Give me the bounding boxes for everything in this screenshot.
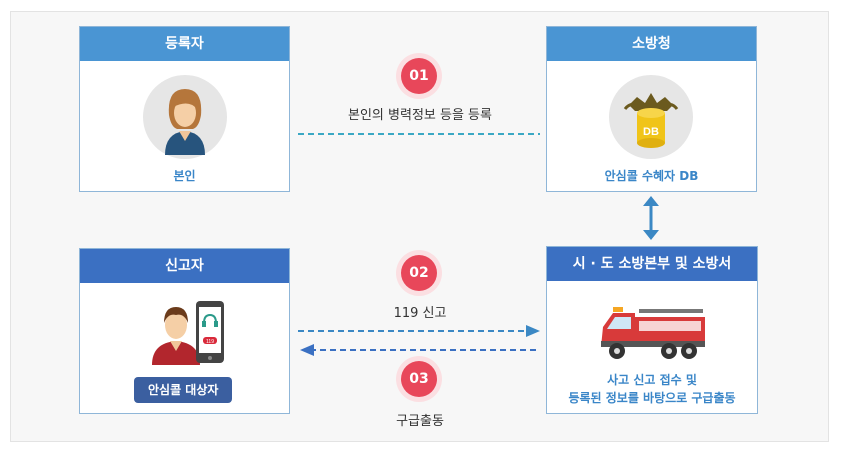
fire-truck-icon [601, 307, 705, 359]
fire-agency-box: 소방청 DB 안심콜 수혜자 DB [546, 26, 757, 192]
reporter-box: 신고자 119 안심콜 대상자 [79, 248, 290, 414]
fire-agency-header: 소방청 [547, 27, 756, 61]
phone-119-text: 119 [206, 339, 214, 345]
step-03-text: 구급출동 [396, 414, 444, 429]
registrant-label: 본인 [173, 169, 196, 183]
database-emblem-icon: DB [623, 93, 679, 148]
reporter-label-pill: 안심콜 대상자 [134, 377, 233, 403]
regional-header: 시 · 도 소방본부 및 소방서 [547, 247, 757, 281]
registrant-header: 등록자 [80, 27, 289, 61]
regional-label-line1: 사고 신고 접수 및 [607, 373, 697, 387]
woman-avatar-icon [165, 89, 205, 155]
registrant-box: 등록자 본인 [79, 26, 290, 192]
step-02-badge: 02 [401, 255, 437, 291]
regional-box: 시 · 도 소방본부 및 소방서 사고 신고 접수 및 등록된 정보를 바탕으로… [546, 246, 758, 414]
reporter-header: 신고자 [80, 249, 289, 283]
fire-agency-label: 안심콜 수혜자 DB [604, 169, 699, 183]
step-01-text: 본인의 병력정보 등을 등록 [348, 108, 492, 123]
step-03-badge: 03 [401, 361, 437, 397]
step-01-badge: 01 [401, 58, 437, 94]
db-text: DB [643, 126, 659, 138]
phone-icon: 119 [196, 301, 224, 363]
man-caller-icon [152, 307, 200, 365]
step-02-text: 119 신고 [393, 306, 447, 321]
regional-label-line2: 등록된 정보를 바탕으로 구급출동 [568, 391, 736, 405]
